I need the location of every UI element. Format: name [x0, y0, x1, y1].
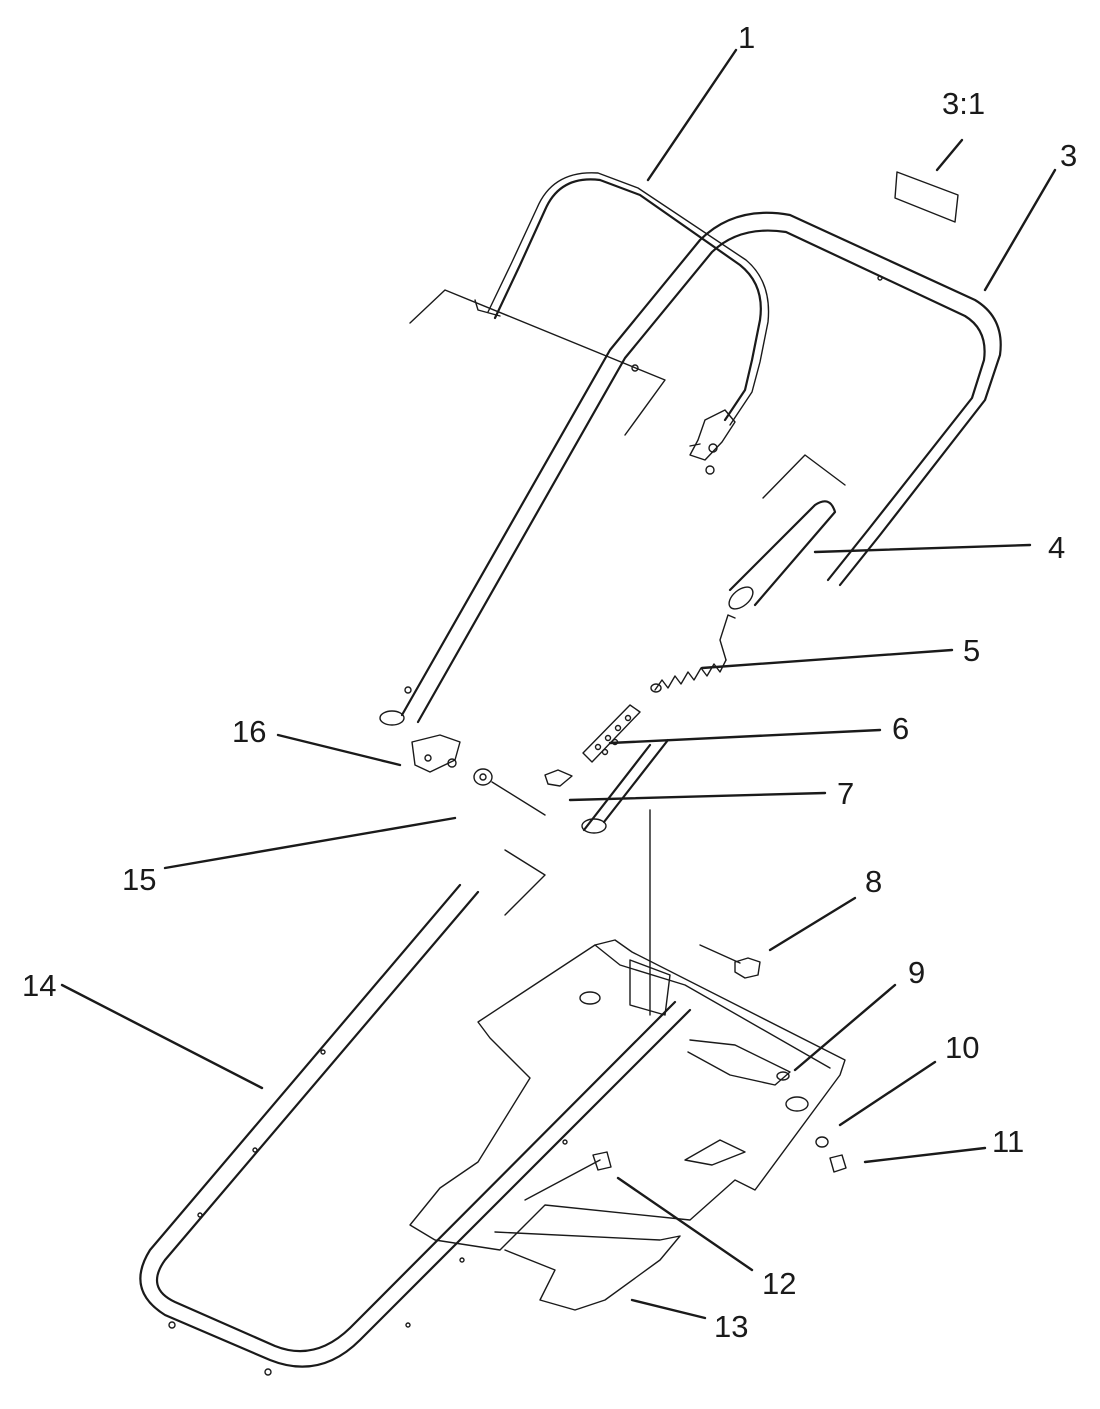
- part-10-washer: [815, 1136, 829, 1148]
- part-5-spring: [650, 614, 736, 693]
- part-7-clip: [544, 769, 573, 787]
- part-3-upper-handle: [379, 211, 1002, 726]
- callout-15: 15: [122, 862, 157, 897]
- lower-tube-end: [581, 818, 607, 834]
- callout-5: 5: [963, 633, 981, 668]
- part-6-adjustment-plate: [582, 704, 641, 763]
- callout-3-1: 3:1: [942, 86, 986, 121]
- part-13-lower-bracket: [494, 1231, 681, 1311]
- part-15-washer: [473, 768, 493, 786]
- part-1-bail-rod: [474, 172, 770, 475]
- part-11-nut: [829, 1154, 847, 1173]
- callout-7: 7: [837, 776, 855, 811]
- callout-10: 10: [945, 1030, 980, 1065]
- callout-8: 8: [865, 864, 883, 899]
- callout-14: 14: [22, 968, 57, 1003]
- part-4-grip-tube: [728, 500, 837, 610]
- part-14-lower-handle: [139, 883, 692, 1376]
- deck-mounting-plate: [409, 939, 846, 1251]
- part-12-bolt: [524, 1151, 612, 1201]
- callout-9: 9: [908, 955, 926, 990]
- callout-16: 16: [232, 714, 267, 749]
- callout-4: 4: [1048, 530, 1066, 565]
- part-8-bolt: [699, 944, 761, 979]
- callout-11: 11: [992, 1124, 1025, 1159]
- callout-12: 12: [762, 1266, 797, 1301]
- callout-1: 1: [738, 20, 756, 55]
- callout-6: 6: [892, 711, 910, 746]
- leader-lines: [60, 48, 1057, 1320]
- decal-3-1: [894, 171, 959, 223]
- part-16-bracket: [411, 734, 461, 773]
- callout-3: 3: [1060, 138, 1078, 173]
- callout-13: 13: [714, 1309, 749, 1344]
